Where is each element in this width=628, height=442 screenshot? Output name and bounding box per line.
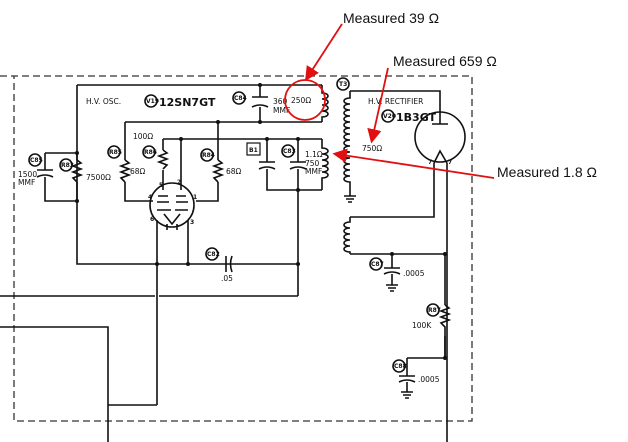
label-r85-value: 68Ω [130, 167, 146, 176]
resistors [70, 149, 452, 358]
pin-3: 3 [190, 219, 194, 226]
label-c85: C85 [30, 157, 43, 164]
label-t3: T3 [339, 81, 347, 88]
ground-symbols [344, 195, 413, 399]
pin-7a: 7 [428, 159, 432, 166]
label-c88-value: .0005 [418, 375, 440, 384]
label-r83: R83 [61, 162, 74, 169]
label-c83-value: 750 [305, 159, 320, 168]
label-750-ohm: 750Ω [362, 144, 382, 153]
label-c83-unit: MMF [305, 167, 322, 176]
label-hv-osc: H.V. OSC. [86, 97, 121, 106]
label-1b3gt: 1B3GT [396, 111, 437, 124]
tube-v20 [414, 110, 466, 164]
arrow-39-ohm [305, 23, 343, 82]
label-hv-rectifier: H.V. RECTIFIER [368, 97, 423, 106]
label-b1: B1 [249, 147, 258, 154]
label-r84-value: 68Ω [226, 167, 242, 176]
label-r87-value: 100K [412, 321, 432, 330]
label-v19: V19 [146, 98, 159, 105]
component-labels: H.V. OSC. V19 12SN7GT C84 360 MMF 250Ω T… [18, 77, 452, 384]
label-c84-value: 360 [273, 97, 288, 106]
label-v20: V20 [383, 113, 396, 120]
highlight-circle [284, 79, 326, 121]
label-c88: C88 [394, 363, 407, 370]
label-r84: R84 [202, 152, 215, 159]
tube-v19 [149, 182, 195, 230]
pin-4: 4 [148, 194, 152, 201]
arrow-659-ohm [367, 67, 389, 144]
pin-7b: 7 [448, 159, 452, 166]
label-c85-value: 1500 [18, 170, 37, 179]
junction-dots [75, 83, 447, 360]
label-r85: R85 [109, 149, 122, 156]
arrow-1-8-ohm [332, 148, 495, 179]
label-1-1-ohm: 1.1Ω [305, 150, 323, 159]
label-100-ohm: 100Ω [133, 132, 153, 141]
pin-5: 5 [159, 182, 163, 189]
label-c87: C87 [371, 261, 384, 268]
pin-1: 1 [193, 194, 197, 201]
annotation-measured-1-8: Measured 1.8 Ω [497, 164, 597, 180]
annotation-measured-659: Measured 659 Ω [393, 53, 497, 69]
measurement-annotations: Measured 39 Ω Measured 659 Ω Measured 1.… [284, 10, 597, 180]
label-c82-value: .05 [221, 274, 233, 283]
label-c85-unit: MMF [18, 178, 35, 187]
label-r87: R87 [428, 307, 441, 314]
wires [0, 84, 448, 442]
pin-6: 6 [150, 216, 154, 223]
capacitors [36, 96, 416, 383]
pin-2: 2 [177, 179, 181, 186]
transformer-t3 [321, 85, 351, 254]
label-250-ohm: 250Ω [291, 96, 311, 105]
label-c82: C82 [207, 251, 220, 258]
label-r83-value: 7500Ω [86, 173, 111, 182]
label-12sn7gt: 12SN7GT [159, 96, 216, 109]
label-c84: C84 [234, 95, 247, 102]
label-c83: C83 [283, 148, 296, 155]
annotation-measured-39: Measured 39 Ω [343, 10, 439, 26]
label-c84-unit: MMF [273, 106, 290, 115]
label-r86: R86 [144, 149, 157, 156]
label-c87-value: .0005 [403, 269, 425, 278]
